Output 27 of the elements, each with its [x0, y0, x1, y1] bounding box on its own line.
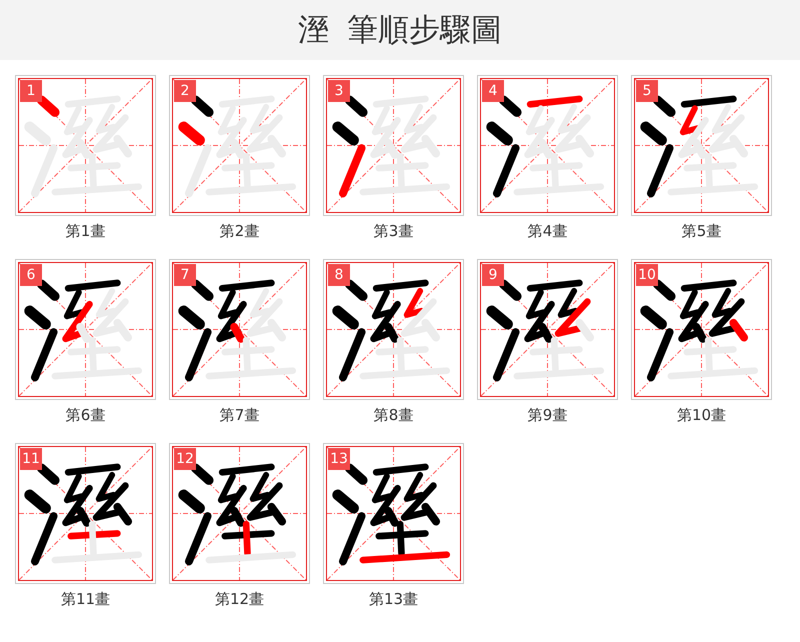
step-number: 13: [328, 448, 350, 470]
page-title: 溼 筆順步驟圖: [298, 11, 502, 50]
step-caption: 第12畫: [214, 589, 264, 609]
step-number: 10: [636, 264, 658, 286]
step-caption: 第9畫: [528, 405, 568, 425]
step-number: 1: [20, 80, 42, 102]
step-caption: 第13畫: [368, 589, 418, 609]
step-number: 4: [482, 80, 504, 102]
step-number: 6: [20, 264, 42, 286]
step-caption: 第7畫: [220, 405, 260, 425]
step-number: 12: [174, 448, 196, 470]
step-caption: 第4畫: [528, 221, 568, 241]
step-caption: 第11畫: [60, 589, 110, 609]
step-caption: 第2畫: [220, 221, 260, 241]
step-caption: 第3畫: [374, 221, 414, 241]
step-number: 2: [174, 80, 196, 102]
step-caption: 第8畫: [374, 405, 414, 425]
step-number: 11: [20, 448, 42, 470]
step-caption: 第5畫: [682, 221, 722, 241]
step-number: 9: [482, 264, 504, 286]
step-number: 8: [328, 264, 350, 286]
step-caption: 第10畫: [676, 405, 726, 425]
step-number: 5: [636, 80, 658, 102]
step-caption: 第6畫: [66, 405, 106, 425]
step-number: 7: [174, 264, 196, 286]
step-number: 3: [328, 80, 350, 102]
step-caption: 第1畫: [66, 221, 106, 241]
